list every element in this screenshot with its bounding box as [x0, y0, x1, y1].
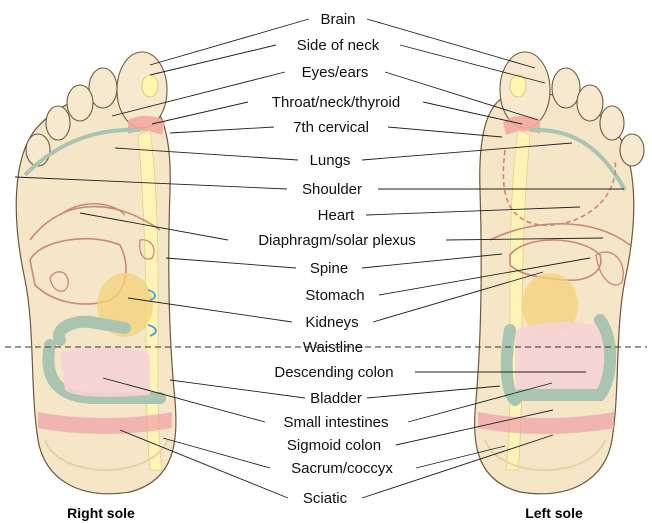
label-waistline: Waistline — [303, 339, 363, 356]
right-brain-zone — [142, 75, 158, 97]
right-intestine-zone — [60, 348, 150, 397]
label-heart: Heart — [318, 207, 356, 224]
left-toe-2 — [552, 68, 580, 108]
label-throat: Throat/neck/thyroid — [272, 94, 400, 111]
label-stomach: Stomach — [305, 287, 364, 304]
label-sacrum-coccyx: Sacrum/coccyx — [291, 460, 393, 477]
leader-throat-right — [152, 102, 248, 124]
left-brain-zone — [510, 75, 526, 97]
right-sole — [16, 52, 176, 494]
label-bladder: Bladder — [310, 390, 362, 407]
label-shoulder: Shoulder — [302, 181, 362, 198]
left-toe-4 — [600, 106, 624, 140]
label-side-of-neck: Side of neck — [297, 37, 380, 54]
leader-brain-left — [367, 19, 535, 68]
title-left-sole: Left sole — [525, 505, 583, 521]
leader-spine-right — [166, 258, 296, 268]
left-toe-5 — [620, 134, 644, 166]
label-small-intestines: Small intestines — [283, 414, 388, 431]
label-eyes-ears: Eyes/ears — [302, 64, 369, 81]
right-toe-3 — [67, 85, 93, 121]
left-toe-3 — [577, 85, 603, 121]
label-lungs: Lungs — [310, 152, 351, 169]
label-descending-colon: Descending colon — [274, 364, 393, 381]
left-intestine-zone — [515, 322, 605, 396]
left-sole — [475, 52, 644, 494]
leader-brain-right — [150, 19, 309, 65]
right-toe-4 — [46, 106, 70, 140]
leader-bladder-right — [170, 380, 305, 398]
label-sigmoid-colon: Sigmoid colon — [287, 437, 381, 454]
leader-cervical-right — [170, 127, 274, 133]
title-right-sole: Right sole — [67, 505, 135, 521]
label-brain: Brain — [320, 11, 355, 28]
leader-sacrum-right — [163, 438, 270, 468]
label-spine: Spine — [310, 260, 348, 277]
label-kidneys: Kidneys — [305, 314, 358, 331]
label-sciatic: Sciatic — [303, 490, 348, 507]
label-diaphragm: Diaphragm/solar plexus — [258, 232, 416, 249]
label-7th-cervical: 7th cervical — [293, 119, 369, 136]
